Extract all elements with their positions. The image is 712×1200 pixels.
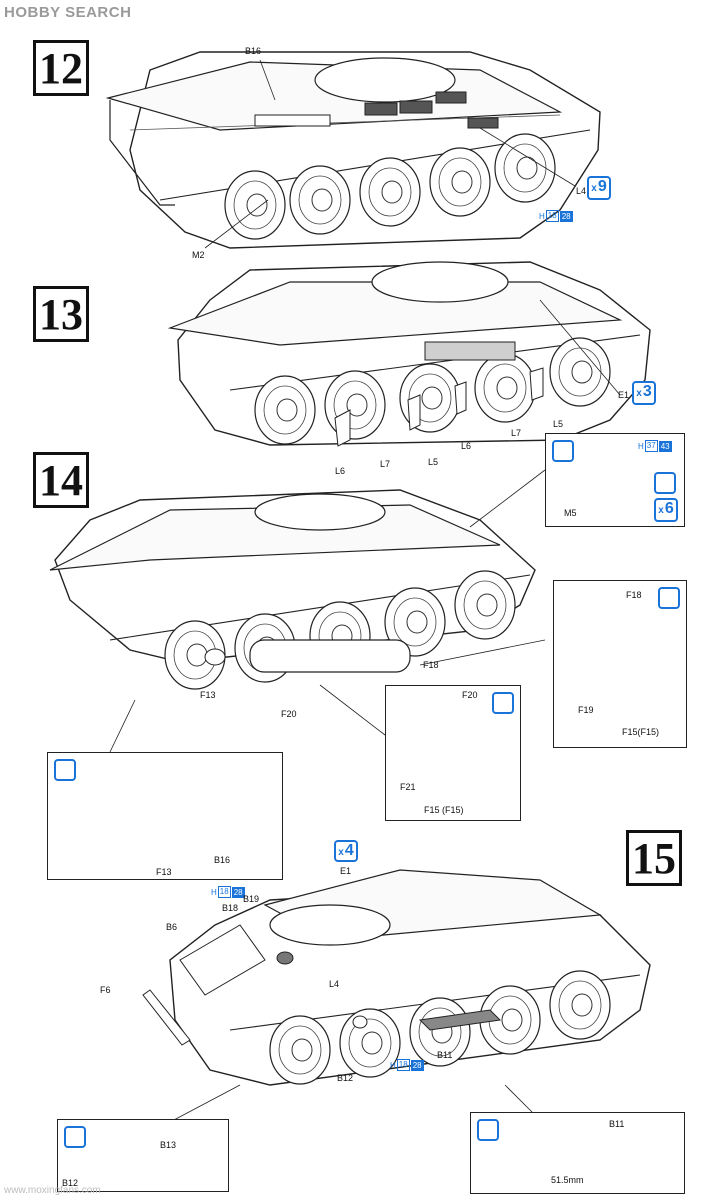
dimension-label: 51.5mm [551,1175,584,1185]
part-label-b19: B19 [243,894,260,904]
reference-tag-h18-28-bottom: H 18 28 [390,1059,424,1071]
part-label-b12: B12 [337,1073,354,1083]
step-number-14: 14 [33,452,89,508]
reference-tag-h18-28-top: H 18 28 [211,886,245,898]
part-label-l7-left: L7 [380,459,391,469]
part-label-l5-left: L5 [428,457,439,467]
site-logo: HOBBY SEARCH [4,4,132,21]
part-label-f19: F19 [578,705,594,715]
part-label-f20: F20 [281,709,297,719]
step13-hull-drawing [167,261,651,447]
part-label-f15: F15(F15) [622,727,660,737]
inset-f20-assembly: F20 F21 F15 (F15) [385,685,521,821]
part-label-l5-right: L5 [553,419,564,429]
part-label-b13: B13 [160,1140,177,1150]
brush-icon [492,692,514,714]
part-label-b11: B11 [609,1119,625,1129]
brush-icon [552,440,574,462]
part-label-e1: E1 [618,390,630,400]
step-number-15: 15 [626,830,682,886]
part-label-f21: F21 [400,782,416,792]
part-label-f20: F20 [462,690,478,700]
part-label-l6-right: L6 [461,441,472,451]
part-label-m5: M5 [564,508,577,518]
inset-b13: B13 B12 [57,1119,229,1192]
part-label-l4: L4 [329,979,340,989]
align-up-icon [654,472,676,494]
step14-hull-drawing [49,469,546,753]
brush-icon [54,759,76,781]
part-label-b12: B12 [62,1178,79,1188]
step-number-12: 12 [33,40,89,96]
part-label-e1: E1 [340,866,352,876]
inset-side-detail: F13 B16 [47,752,283,880]
brush-icon [477,1119,499,1141]
reference-tag-h18-28: H 18 28 [539,210,573,222]
part-label-l4: L4 [576,186,587,196]
step15-hull-drawing [142,869,651,1131]
brush-icon [64,1126,86,1148]
part-label-l7-right: L7 [511,428,522,438]
inset-b11: B11 51.5mm [470,1112,685,1194]
part-label-b6: B6 [166,922,178,932]
part-label-b16: B16 [214,855,231,865]
step12-hull-drawing [105,51,601,249]
inset-f18-assembly: F18 F19 F15(F15) [553,580,687,748]
part-label-f15: F15 (F15) [424,805,464,815]
part-label-f18: F18 [626,590,642,600]
part-label-b16: B16 [245,46,262,56]
watermark: www.moxingfans.com [4,1185,101,1196]
part-label-f13: F13 [200,690,216,700]
part-label-b11: B11 [437,1050,453,1060]
part-label-f6: F6 [100,985,111,995]
step-number-13: 13 [33,286,89,342]
part-label-f13: F13 [156,867,172,877]
part-label-f18: F18 [423,660,439,670]
brush-icon [658,587,680,609]
part-label-b18: B18 [222,903,239,913]
reference-tag-h37-43: H 37 43 [638,440,672,452]
part-label-m2: M2 [192,250,205,260]
part-label-l6-left: L6 [335,466,346,476]
